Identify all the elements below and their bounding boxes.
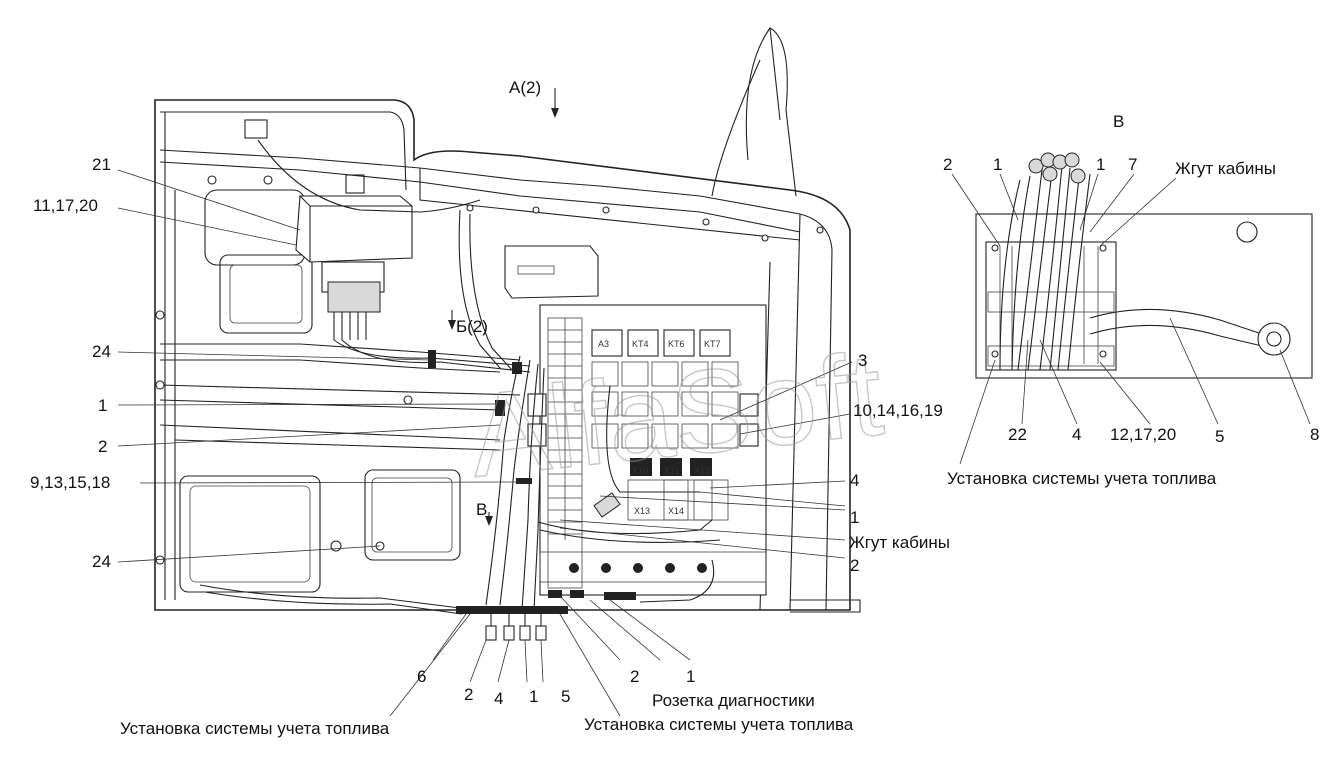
- callout-24-bottom: 24: [92, 552, 111, 571]
- wire-harnesses: [199, 139, 721, 641]
- callout-24-top: 24: [92, 342, 111, 361]
- view-a-label: A(2): [509, 78, 541, 97]
- fuel-system-label-left: Установка системы учета топлива: [120, 719, 390, 738]
- callout-3: 3: [858, 351, 867, 370]
- inset-callout-2: 2: [943, 155, 952, 174]
- fuse-label: X10: [632, 466, 648, 476]
- display-module: [504, 245, 599, 299]
- view-b-label: Б(2): [456, 317, 488, 336]
- fuse-relay-box: [527, 304, 767, 600]
- inset-callout-7: 7: [1128, 155, 1137, 174]
- inset-title: В: [1113, 112, 1124, 131]
- inset-callout-8: 8: [1310, 425, 1319, 444]
- control-unit: [295, 195, 413, 340]
- relay-label: KT4: [632, 339, 649, 349]
- callout-2-diag: 2: [630, 667, 639, 686]
- inset-fuel-system-label: Установка системы учета топлива: [947, 469, 1217, 488]
- inset-callout-4: 4: [1072, 425, 1081, 444]
- inset-callout-1b: 1: [1096, 155, 1105, 174]
- relay-labels: A3 KT4 KT6 KT7 X10 X11 X12 X13 X14: [598, 339, 721, 516]
- inset-callout-1a: 1: [993, 155, 1002, 174]
- relay-label: A3: [598, 339, 609, 349]
- callout-1-left: 1: [98, 396, 107, 415]
- callout-10-14-16-19: 10,14,16,19: [853, 401, 943, 420]
- watermark: AlfaSoft: [464, 328, 889, 502]
- harness-label-right: Жгут кабины: [849, 533, 950, 552]
- callout-9-13-15-18: 9,13,15,18: [30, 473, 110, 492]
- callout-11-17-20: 11,17,20: [33, 196, 98, 215]
- inset-callout-22: 22: [1008, 425, 1027, 444]
- main-labels: A(2) Б(2) В 21 11,17,20 24 1 2 9,13,15,1…: [30, 78, 950, 738]
- inset-callout-12-17-20: 12,17,20: [1110, 425, 1176, 444]
- cab-panel: [154, 27, 861, 613]
- view-v-label: В: [476, 500, 487, 519]
- callout-1-right: 1: [850, 508, 859, 527]
- callout-1-bottom: 1: [529, 687, 538, 706]
- leader-lines: [117, 88, 853, 717]
- diagnostic-socket-label: Розетка диагностики: [652, 691, 815, 710]
- callout-5-bottom: 5: [561, 687, 570, 706]
- fuse-label: X11: [664, 466, 679, 476]
- callout-2-bottom: 2: [464, 685, 473, 704]
- inset-view: [951, 152, 1313, 465]
- fuse-label: X12: [694, 466, 710, 476]
- fuse-label: X14: [668, 506, 684, 516]
- callout-4-right: 4: [850, 471, 859, 490]
- fuel-system-label-center: Установка системы учета топлива: [584, 715, 854, 734]
- relay-label: KT6: [668, 339, 685, 349]
- callout-4-bottom: 4: [494, 689, 503, 708]
- callout-21: 21: [92, 155, 111, 174]
- inset-callout-5: 5: [1215, 427, 1224, 446]
- callout-6: 6: [417, 667, 426, 686]
- inset-labels: В 2 1 1 7 Жгут кабины 22 4 12,17,20 5 8 …: [943, 112, 1319, 488]
- fuse-label: X13: [634, 506, 650, 516]
- callout-1-diag: 1: [686, 667, 695, 686]
- callout-2-right: 2: [850, 556, 859, 575]
- callout-2-left: 2: [98, 437, 107, 456]
- relay-label: KT7: [704, 339, 721, 349]
- inset-harness-label: Жгут кабины: [1175, 159, 1276, 178]
